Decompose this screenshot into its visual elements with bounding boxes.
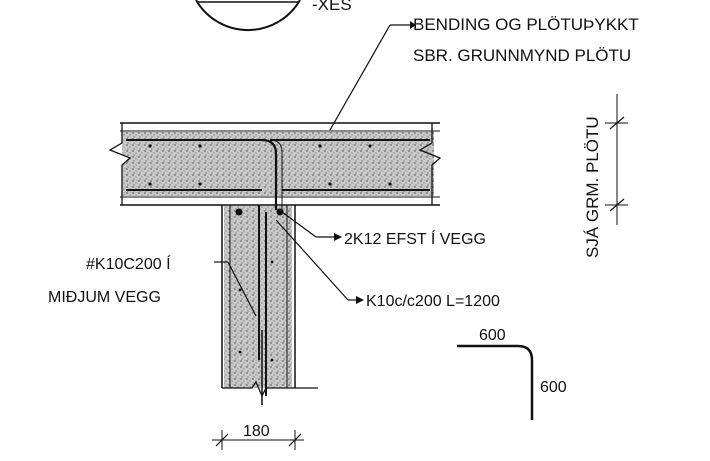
wall-thickness-label: 180 xyxy=(243,423,270,440)
leader-hook-bar xyxy=(275,219,364,304)
top-bars-note: 2K12 EFST Í VEGG xyxy=(344,229,486,248)
slab-thickness-dimension xyxy=(605,94,628,225)
detail-marker: -XES xyxy=(195,0,352,32)
hook-horizontal-dimension: 600 xyxy=(479,327,506,344)
wall-thickness-dimension xyxy=(212,430,304,450)
bent-bar-shape xyxy=(457,344,534,420)
hook-vertical-dimension: 600 xyxy=(540,379,567,396)
mesh-note-line2: MIÐJUM VEGG xyxy=(48,289,161,306)
leader-reinforcement-note xyxy=(329,21,416,131)
leader-mesh xyxy=(214,261,257,317)
mesh-note-line1: #K10C200 Í xyxy=(86,254,171,273)
reinforcement-note-line1: BENDING OG PLÖTUÞYKKT xyxy=(413,15,639,34)
hook-bar-note: K10c/c200 L=1200 xyxy=(366,293,500,310)
wall xyxy=(221,138,318,405)
reinforcement-note-line2: SBR. GRUNNMYND PLÖTU xyxy=(413,46,631,65)
detail-title-fragment: -XES xyxy=(312,0,352,14)
slab-reference-note: SJÁ GRM. PLÖTU xyxy=(583,116,602,258)
leader-top-bars xyxy=(281,211,342,241)
